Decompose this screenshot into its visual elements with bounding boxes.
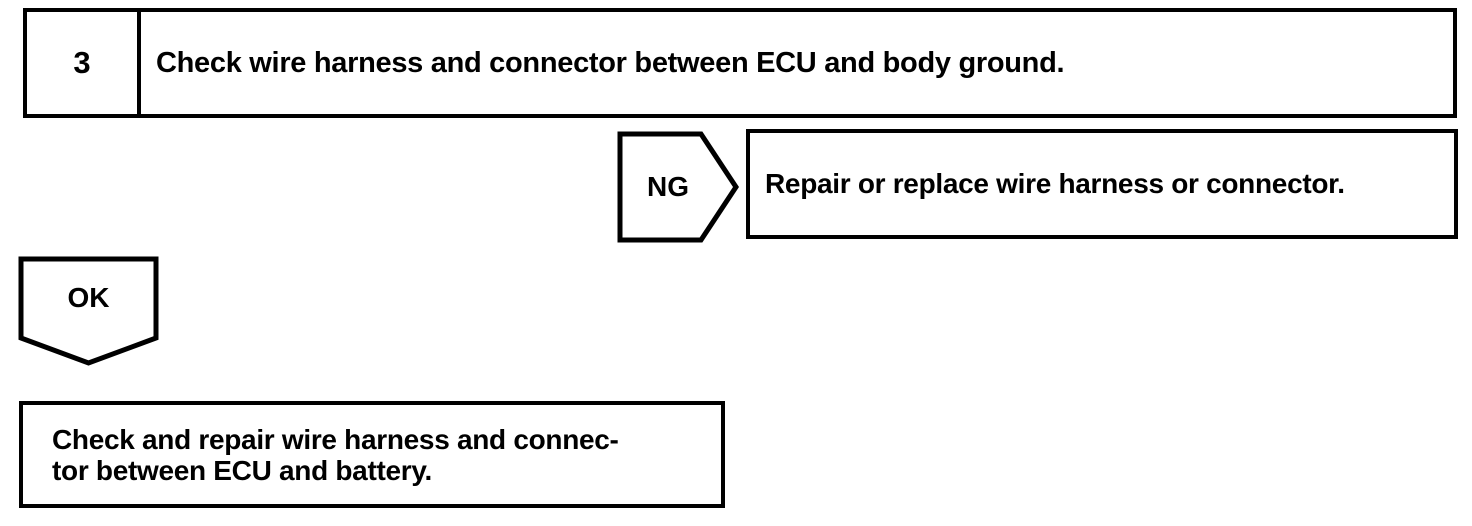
ng-pentagon-icon <box>617 131 739 243</box>
ng-action-text: Repair or replace wire harness or connec… <box>765 168 1345 199</box>
step-number: 3 <box>27 12 141 114</box>
ok-label: OK <box>67 282 110 313</box>
ok-action-line-1: Check and repair wire harness and connec… <box>52 423 619 455</box>
ng-label: NG <box>647 171 689 202</box>
ok-action-line-2: tor between ECU and battery. <box>52 454 433 486</box>
step-header-box: 3 Check wire harness and connector betwe… <box>23 8 1457 118</box>
ng-connector-shape: NG <box>617 131 739 243</box>
step-title: Check wire harness and connector between… <box>156 46 1065 79</box>
ok-action-box: Check and repair wire harness and connec… <box>19 401 725 508</box>
ok-connector-shape: OK <box>18 256 159 366</box>
ok-pentagon-icon <box>18 256 159 366</box>
ng-action-box: Repair or replace wire harness or connec… <box>746 129 1458 239</box>
